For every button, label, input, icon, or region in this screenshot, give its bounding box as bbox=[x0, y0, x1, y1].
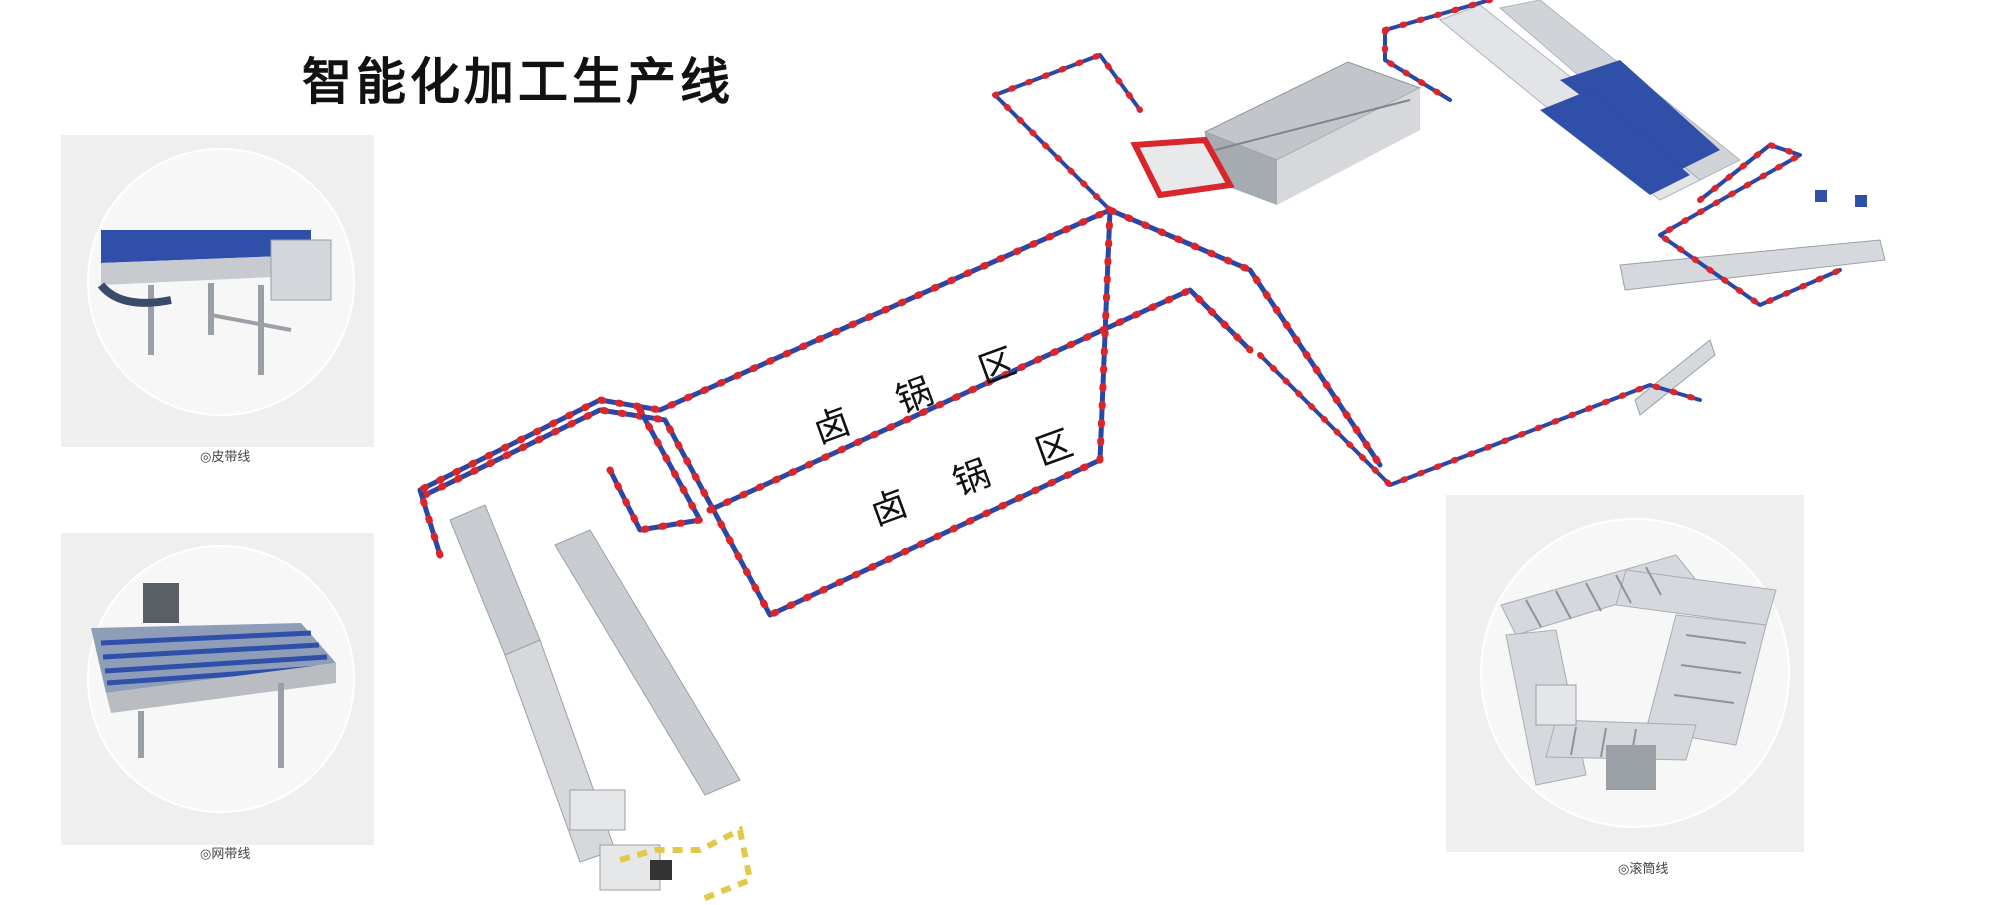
roller-line-panel bbox=[1446, 495, 1804, 852]
overhead-conveyor-rail bbox=[416, 0, 1843, 619]
processing-tanks-icon bbox=[449, 504, 754, 903]
page-title: 智能化加工生产线 bbox=[302, 53, 734, 111]
mesh-belt-conveyor-icon bbox=[87, 545, 355, 813]
belt-conveyor-icon bbox=[87, 148, 355, 416]
roller-line-caption: ◎滚筒线 bbox=[1618, 862, 1669, 877]
belt-line-caption: ◎皮带线 bbox=[200, 450, 251, 465]
belt-line-panel bbox=[61, 135, 374, 447]
packing-station-icon bbox=[1619, 190, 1886, 416]
roller-conveyor-icon bbox=[1480, 518, 1790, 828]
fryer-unit-icon bbox=[1130, 61, 1422, 205]
mesh-belt-line-caption: ◎网带线 bbox=[200, 847, 251, 862]
cooling-tunnel-icon bbox=[1439, 0, 1741, 201]
mesh-belt-line-panel bbox=[61, 533, 374, 845]
